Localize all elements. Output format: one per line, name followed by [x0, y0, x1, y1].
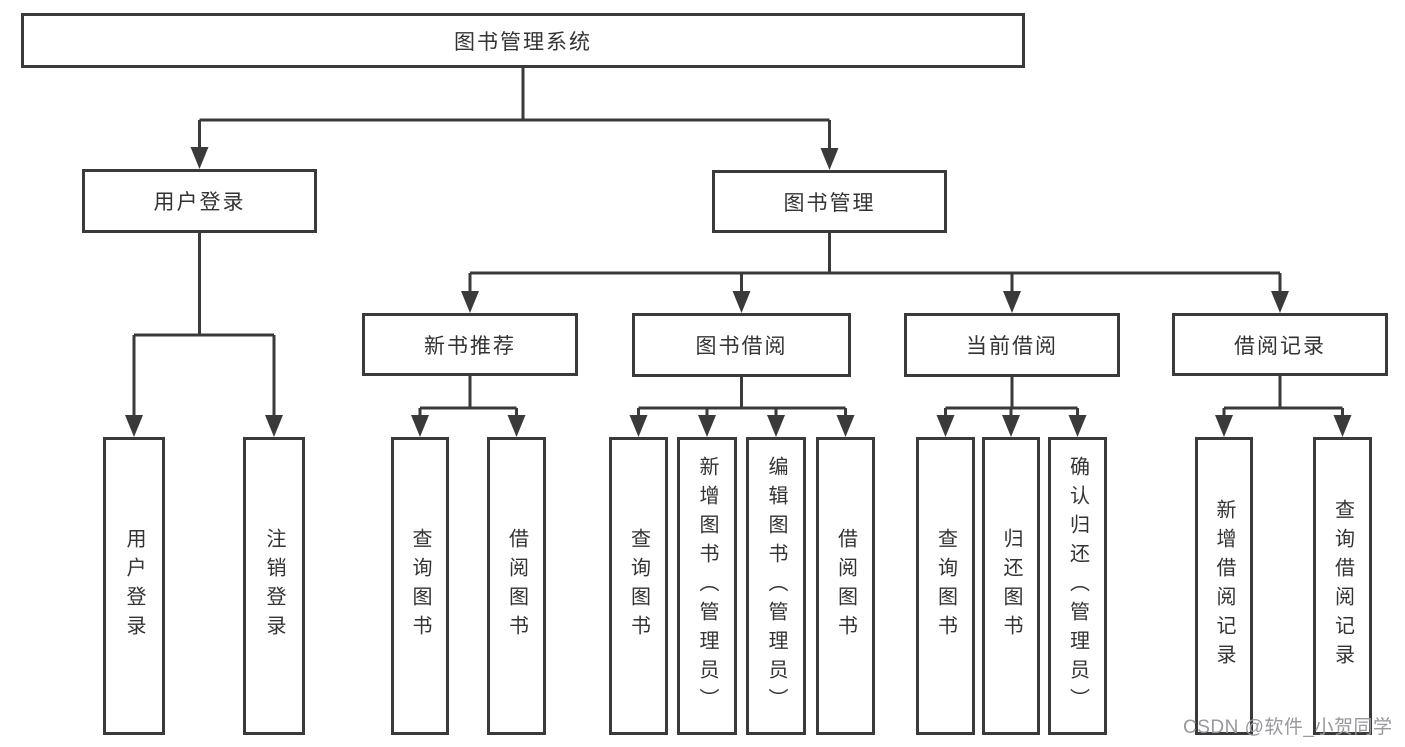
leaf-borrow-books: 借阅图书: [816, 437, 875, 735]
leaf-user-login: 用户登录: [103, 437, 165, 735]
leaf-add-books-admin: 新增图书（管理员）: [677, 437, 737, 735]
connector-current-borrow-to-leaves: [936, 377, 1087, 437]
leaf-add-borrow-record: 新增借阅记录: [1195, 437, 1253, 735]
leaf-edit-books-admin: 编辑图书（管理员）: [746, 437, 806, 735]
arrow-down-icon: [125, 415, 283, 437]
node-borrowing-records: 借阅记录: [1172, 313, 1388, 376]
connector-borrow-records-to-leaves: [1215, 376, 1352, 437]
watermark: CSDN @软件_小贺同学: [1183, 717, 1393, 738]
connector-user-login-to-leaves: [125, 233, 283, 437]
arrow-down-icon: [411, 415, 526, 437]
arrow-down-icon: [461, 291, 1289, 313]
node-new-book-recommendation: 新书推荐: [362, 313, 578, 376]
arrow-down-icon: [1215, 415, 1352, 437]
arrow-down-icon: [936, 415, 1087, 437]
leaf-query-books-borrow: 查询图书: [609, 437, 668, 735]
leaf-confirm-return-admin: 确认归还（管理员）: [1048, 437, 1107, 735]
node-book-borrowing: 图书借阅: [632, 313, 851, 377]
leaf-return-books: 归还图书: [982, 437, 1040, 735]
node-current-borrowing: 当前借阅: [904, 313, 1120, 377]
node-user-login: 用户登录: [82, 169, 317, 233]
connector-book-borrow-to-leaves: [629, 377, 855, 437]
connector-new-book-to-leaves: [411, 376, 526, 437]
leaf-query-books-current: 查询图书: [916, 437, 975, 735]
leaf-query-borrow-record: 查询借阅记录: [1313, 437, 1372, 735]
node-book-management: 图书管理: [712, 170, 947, 233]
leaf-logout: 注销登录: [243, 437, 305, 735]
arrow-down-icon: [190, 147, 839, 170]
connector-book-management-to-level3: [461, 233, 1289, 313]
leaf-borrow-books-recommend: 借阅图书: [487, 437, 546, 735]
connector-root-to-level2: [190, 68, 839, 170]
node-library-management-system: 图书管理系统: [21, 13, 1025, 68]
leaf-query-books-recommend: 查询图书: [391, 437, 449, 735]
arrow-down-icon: [629, 415, 855, 437]
